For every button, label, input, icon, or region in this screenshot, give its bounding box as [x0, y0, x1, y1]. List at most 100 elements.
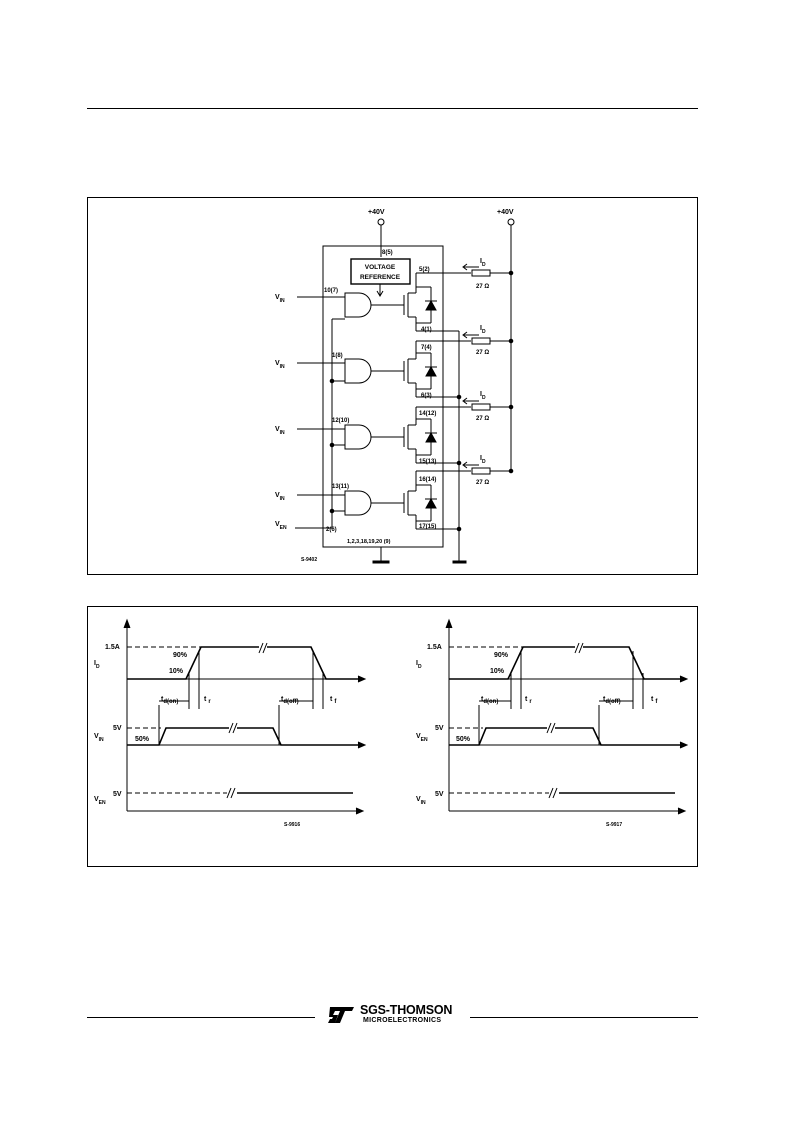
supply-terminal-left [377, 218, 385, 226]
and-gate-4 [344, 490, 372, 516]
gate1-pin: 10(7) [324, 288, 338, 294]
body-diode-3 [425, 431, 437, 443]
current-arrow-2 [462, 331, 468, 339]
svg-text:tr: tr [204, 696, 211, 705]
vin-label-2: VIN [275, 360, 285, 370]
ven-label: VEN [275, 521, 287, 531]
svg-text:td(on): td(on) [481, 696, 498, 705]
footer-rule-right [470, 1017, 698, 1018]
svg-text:tf: tf [651, 696, 658, 705]
svg-text:10%: 10% [490, 668, 505, 675]
resistor-value-2: 27 Ω [476, 350, 489, 356]
id-label-4: ID [480, 455, 486, 465]
circuit-figure-frame: +40V +40V 8(5) VOLTAGE REFERENCE VEN 2(6… [87, 197, 698, 575]
channel-3: VIN 12(10) 14(12) 15(13) ID 27 Ω [275, 391, 514, 465]
vin-label-4: VIN [275, 492, 285, 502]
svg-text:VEN: VEN [416, 733, 428, 743]
gate2-pin: 1(8) [332, 353, 343, 359]
svg-text:VIN: VIN [416, 796, 426, 806]
ch2-top-pin: 7(4) [421, 345, 432, 351]
vin-label-1: VIN [275, 294, 285, 304]
svg-text:5V: 5V [435, 791, 444, 798]
ch2-bot-pin: 6(3) [421, 393, 432, 399]
vref-text-1: VOLTAGE [365, 264, 396, 271]
and-gate-2 [344, 358, 372, 384]
svg-text:5V: 5V [435, 725, 444, 732]
left-id-waveform [127, 646, 259, 680]
footer-rule-left [87, 1017, 315, 1018]
brand-name: SGS-THOMSON [360, 1003, 453, 1017]
resistor-value-3: 27 Ω [476, 416, 489, 422]
brand-subtitle: MICROELECTRONICS [363, 1017, 442, 1024]
gate3-pin: 12(10) [332, 418, 349, 424]
channel-4: VIN 13(11) 16(14) 17(15) ID 27 Ω [275, 455, 514, 530]
ch3-top-pin: 14(12) [419, 411, 436, 417]
and-gate-1 [344, 292, 372, 318]
ch1-bot-pin: 4(1) [421, 327, 432, 333]
and-gate-3 [344, 424, 372, 450]
ch4-top-pin: 16(14) [419, 477, 436, 483]
vin-label-3: VIN [275, 426, 285, 436]
current-arrow-3 [462, 397, 468, 405]
resistor-value-1: 27 Ω [476, 284, 489, 290]
svg-text:S-9916: S-9916 [284, 822, 300, 828]
body-diode-1 [425, 299, 437, 311]
gate4-pin: 13(11) [332, 484, 349, 490]
current-arrow-4 [462, 461, 468, 469]
svg-text:tr: tr [525, 696, 532, 705]
ground-symbol-ic [372, 560, 390, 564]
svg-text:50%: 50% [135, 736, 150, 743]
svg-text:td(on): td(on) [161, 696, 178, 705]
right-id-waveform [449, 646, 575, 680]
current-arrow-1 [462, 263, 468, 271]
svg-text:10%: 10% [169, 668, 184, 675]
left-sig2-waveform [127, 727, 229, 746]
st-logo-icon [328, 1007, 354, 1023]
svg-text:50%: 50% [456, 736, 471, 743]
supply-label-left: +40V [368, 209, 385, 216]
ch1-top-pin: 5(2) [419, 267, 430, 273]
ref-pin-label: 8(5) [382, 250, 393, 256]
svg-text:5V: 5V [113, 791, 122, 798]
svg-text:tf: tf [330, 696, 337, 705]
svg-text:S-9917: S-9917 [606, 822, 622, 828]
en-pin-label: 2(6) [326, 527, 337, 533]
left-id-label: ID [94, 660, 100, 670]
svg-text:5V: 5V [113, 725, 122, 732]
supply-terminal-right [507, 218, 515, 226]
gnd-pins-label: 1,2,3,18,19,20 (9) [347, 539, 391, 545]
channel-2: VIN 1(8) 7(4) 6(3) ID 27 Ω [275, 325, 514, 399]
load-resistor-3 [471, 403, 491, 411]
circuit-figure-code: S-9402 [301, 557, 317, 563]
left-level-15: 1.5A [105, 644, 120, 651]
svg-text:90%: 90% [173, 652, 188, 659]
supply-label-right: +40V [497, 209, 514, 216]
ground-symbol-right [452, 560, 467, 564]
vref-text-2: REFERENCE [360, 274, 401, 281]
ch3-bot-pin: 15(13) [419, 459, 436, 465]
header-rule [87, 108, 698, 109]
load-resistor-4 [471, 467, 491, 475]
svg-text:td(off): td(off) [281, 696, 299, 705]
circuit-schematic: +40V +40V 8(5) VOLTAGE REFERENCE VEN 2(6… [275, 209, 515, 564]
svg-text:ID: ID [416, 660, 422, 670]
load-resistor-1 [471, 269, 491, 277]
id-label-3: ID [480, 391, 486, 401]
right-sig2-waveform [449, 727, 547, 746]
id-label-1: ID [480, 258, 486, 268]
vref-arrow [376, 290, 384, 297]
channel-1: VIN 10(7) 5(2) 4(1) ID 27 Ω [275, 258, 514, 333]
body-diode-2 [425, 365, 437, 377]
body-diode-4 [425, 497, 437, 509]
id-label-2: ID [480, 325, 486, 335]
svg-text:td(off): td(off) [603, 696, 621, 705]
svg-text:VIN: VIN [94, 733, 104, 743]
svg-text:1.5A: 1.5A [427, 644, 442, 651]
svg-text:VEN: VEN [94, 796, 106, 806]
resistor-value-4: 27 Ω [476, 480, 489, 486]
load-resistor-2 [471, 337, 491, 345]
